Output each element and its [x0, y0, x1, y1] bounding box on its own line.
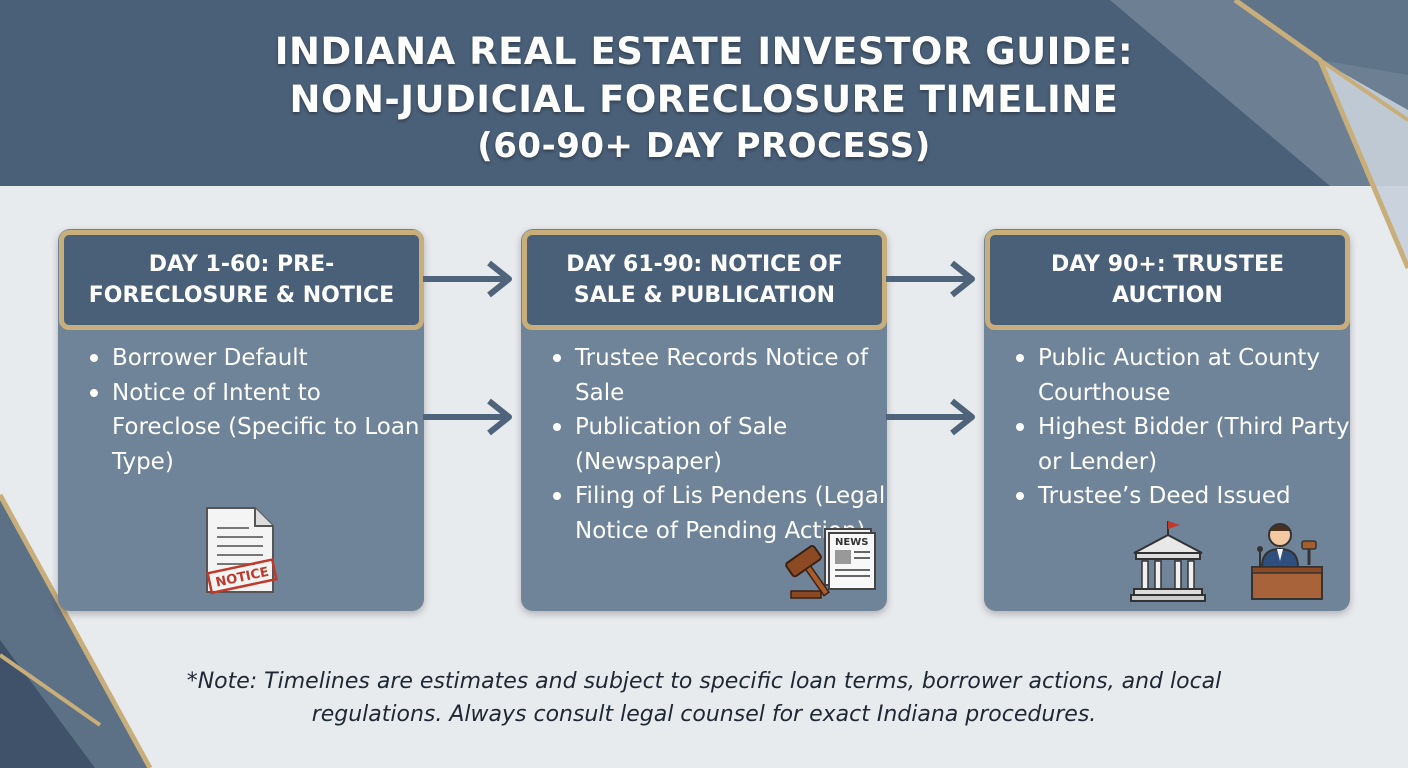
footnote-line-2: regulations. Always consult legal counse…: [311, 702, 1097, 727]
stage-items-1: Borrower Default Notice of Intent to For…: [88, 341, 432, 479]
title-line-1: INDIANA REAL ESTATE INVESTOR GUIDE:: [274, 30, 1134, 73]
stage-panel-2: DAY 61-90: NOTICE OF SALE & PUBLICATION …: [521, 229, 887, 611]
news-label: NEWS: [835, 537, 868, 548]
gavel-newspaper-icon: NEWS: [785, 528, 876, 599]
arrow-right-icon: [886, 260, 975, 298]
footnote-line-1: *Note: Timelines are estimates and subje…: [186, 669, 1222, 694]
list-item: Notice of Intent to Foreclose (Specific …: [90, 376, 432, 480]
auctioneer-icon: [1251, 523, 1323, 600]
header-banner: INDIANA REAL ESTATE INVESTOR GUIDE: NON-…: [0, 0, 1408, 186]
notice-document-icon: NOTICE: [206, 507, 278, 595]
list-item: Highest Bidder (Third Party or Lender): [1016, 410, 1358, 479]
arrow-right-icon: [423, 260, 512, 298]
title-line-2: NON-JUDICIAL FORECLOSURE TIMELINE: [289, 78, 1119, 121]
arrow-right-icon: [886, 398, 975, 436]
list-item: Publication of Sale (Newspaper): [553, 410, 895, 479]
list-item: Filing of Lis Pendens (Legal Notice of P…: [553, 479, 895, 548]
list-item: Trustee Records Notice of Sale: [553, 341, 895, 410]
stage-heading-3: DAY 90+: TRUSTEE AUCTION: [985, 230, 1350, 330]
stage-panel-1: DAY 1-60: PRE-FORECLOSURE & NOTICE Borro…: [58, 229, 424, 611]
list-item: Borrower Default: [90, 341, 432, 376]
list-item: Public Auction at County Courthouse: [1016, 341, 1358, 410]
stage-heading-2: DAY 61-90: NOTICE OF SALE & PUBLICATION: [522, 230, 887, 330]
arrow-right-icon: [423, 398, 512, 436]
courthouse-icon: [1130, 521, 1206, 602]
stage-items-3: Public Auction at County Courthouse High…: [1014, 341, 1358, 514]
title-line-3: (60-90+ DAY PROCESS): [477, 126, 931, 166]
stage-panel-3: DAY 90+: TRUSTEE AUCTION Public Auction …: [984, 229, 1350, 611]
stage-heading-1: DAY 1-60: PRE-FORECLOSURE & NOTICE: [59, 230, 424, 330]
list-item: Trustee’s Deed Issued: [1016, 479, 1358, 514]
stage-items-2: Trustee Records Notice of Sale Publicati…: [551, 341, 895, 548]
